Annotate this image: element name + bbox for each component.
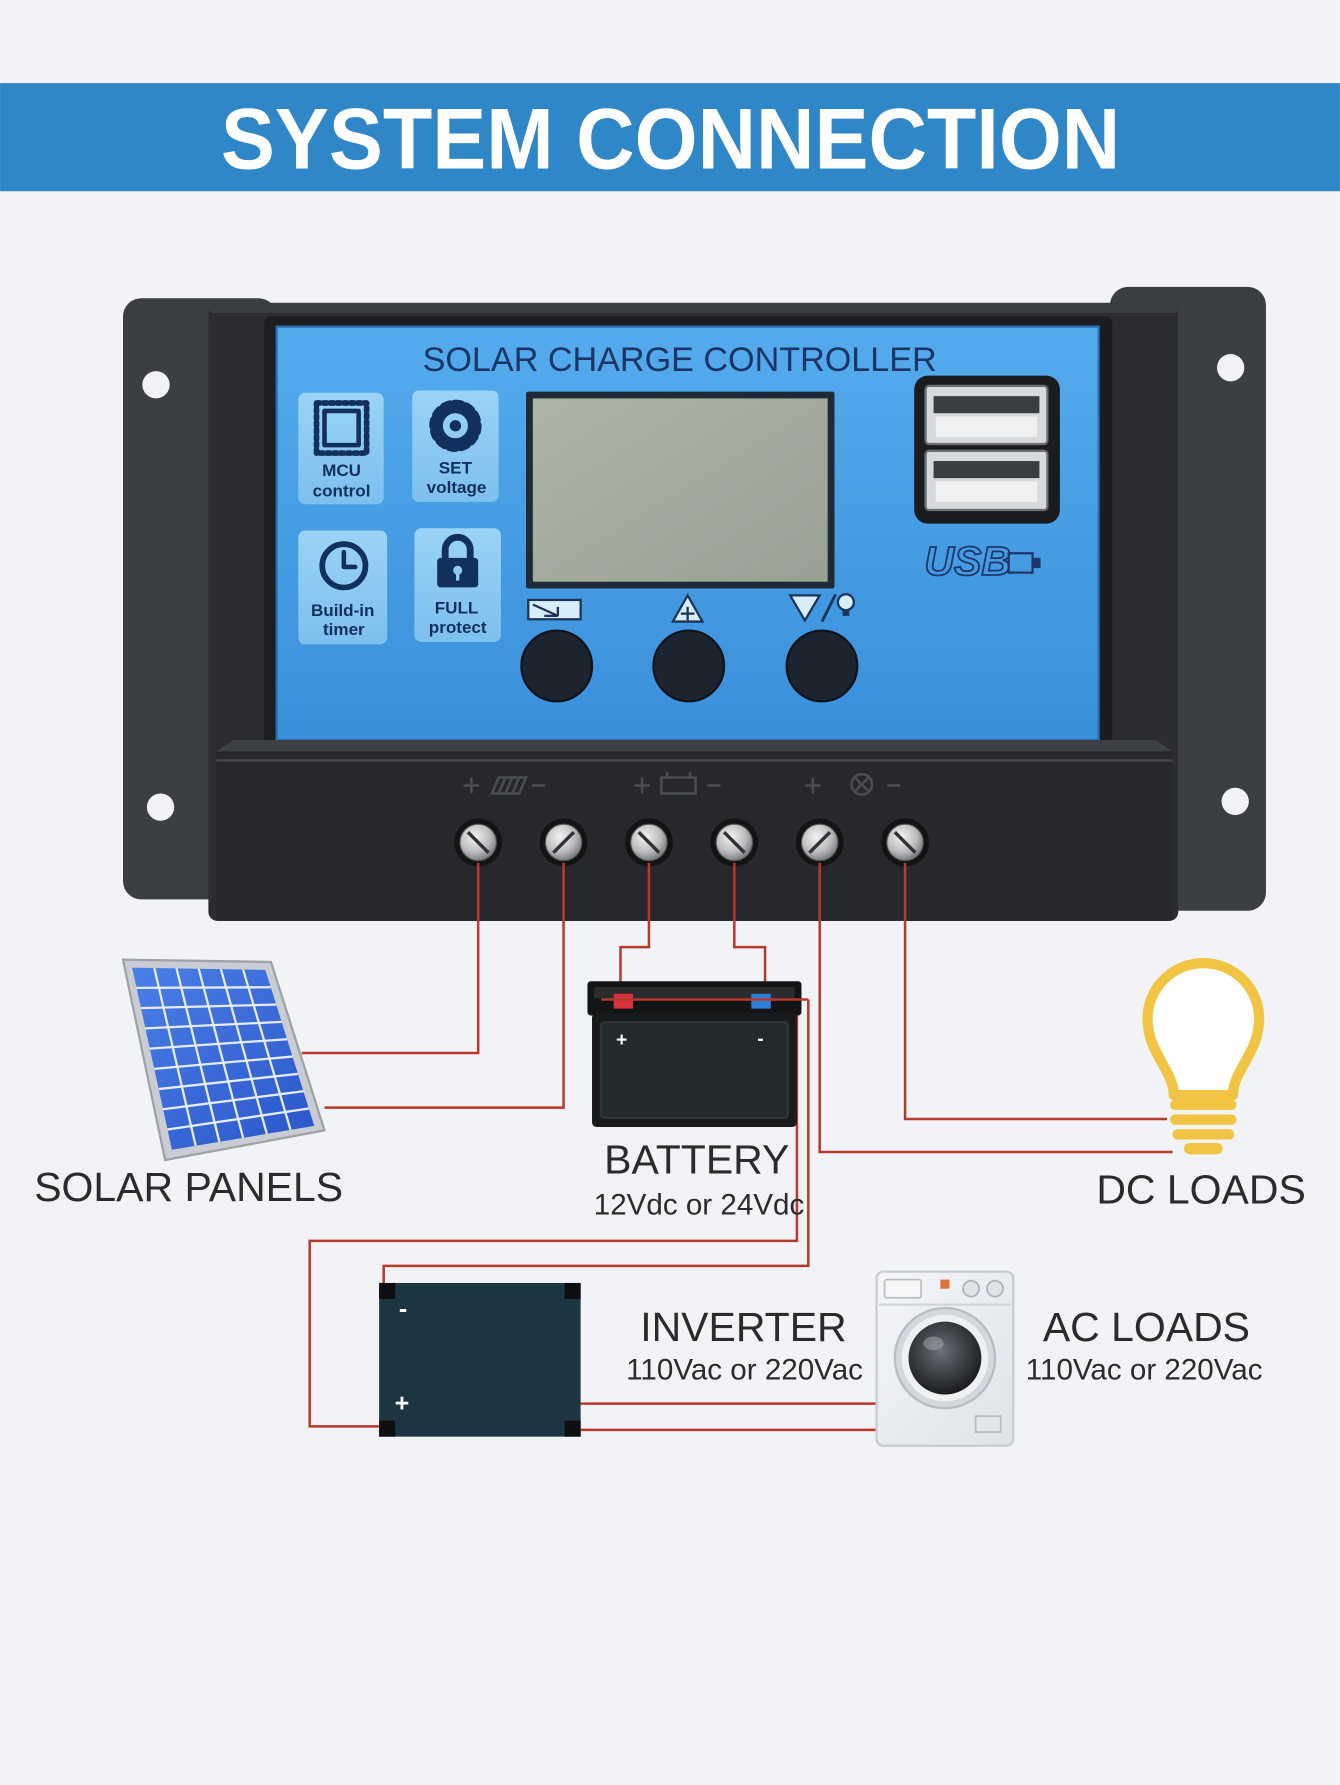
wire-dc-load-2: [903, 862, 1167, 1121]
feature-title: Build-in: [311, 601, 375, 620]
feature-tile-set-voltage: SET voltage: [412, 390, 499, 503]
battery-label: BATTERY: [604, 1137, 789, 1183]
solar-charge-controller: SOLAR CHARGE CONTROLLER MCU control SET …: [123, 286, 1266, 921]
mounting-hole: [142, 371, 170, 399]
inverter: - +: [379, 1282, 581, 1437]
terminal-block: [216, 739, 1173, 920]
solar-cell-row-line: [145, 1020, 282, 1030]
wire-battery-negative: [733, 862, 767, 993]
mounting-hole: [1216, 354, 1245, 382]
inverter-label: INVERTER: [640, 1304, 846, 1350]
solar-cell-column-line: [153, 967, 197, 1147]
solar-cell-row-line: [158, 1072, 299, 1091]
header-banner: SYSTEM CONNECTION: [0, 83, 1340, 192]
controller-label: SOLAR CHARGE CONTROLLER: [423, 341, 937, 379]
solar-cell-row-line: [149, 1038, 288, 1050]
up-arrow-icon: [670, 593, 705, 623]
terminal-screw: [625, 818, 673, 867]
wire-solar-negative: [324, 862, 565, 1109]
ac-loads-spec: 110Vac or 220Vac: [1026, 1354, 1263, 1387]
solar-cell-column-line: [175, 968, 221, 1143]
clock-icon: [319, 541, 369, 591]
feature-tile-timer: Build-in timer: [298, 530, 388, 645]
solar-cell-grid: [136, 967, 309, 1147]
wiring: [301, 862, 1173, 1432]
solar-cell-row-line: [167, 1107, 309, 1131]
menu-icon: [527, 598, 582, 621]
feature-subtitle: voltage: [427, 478, 487, 497]
page-title: SYSTEM CONNECTION: [221, 91, 1120, 187]
down-arrow-light-icon: [788, 593, 855, 623]
wire-battery-positive: [619, 862, 651, 993]
terminal-screw: [454, 818, 503, 867]
wire-solar-positive: [301, 862, 480, 1055]
usb-label: USB: [924, 538, 1011, 584]
solar-cell-row-line: [162, 1090, 304, 1111]
usb-port: [924, 449, 1049, 512]
feature-title: MCU: [322, 461, 361, 480]
feature-subtitle: control: [313, 481, 371, 500]
solar-cell-column-line: [242, 969, 292, 1131]
usb-plug-icon: [1007, 552, 1041, 574]
terminal-screw: [539, 818, 588, 867]
solar-cell-row-line: [140, 1003, 277, 1010]
mounting-hole: [1221, 787, 1249, 816]
lcd-display: [525, 391, 835, 589]
feature-tile-mcu: MCU control: [298, 392, 384, 505]
feature-title: SET: [439, 459, 473, 478]
feature-title: FULL: [435, 599, 479, 618]
terminal-screw: [881, 818, 929, 867]
inverter-positive-sign: +: [395, 1390, 410, 1418]
light-bulb: [1142, 958, 1265, 1155]
usb-ports: [914, 375, 1060, 524]
battery-spec: 12Vdc or 24Vdc: [594, 1189, 805, 1222]
terminal-screw: [710, 818, 759, 867]
bulb-icon: [804, 772, 901, 796]
solar-panel: [121, 958, 326, 1162]
battery: + -: [587, 981, 802, 1128]
solar-cell-row-line: [154, 1055, 293, 1070]
solar-panels-label: SOLAR PANELS: [34, 1164, 343, 1210]
wire-dc-load-1: [818, 862, 1173, 1154]
ac-loads-label: AC LOADS: [1043, 1304, 1250, 1350]
mounting-hole: [146, 793, 175, 821]
battery-positive-terminal: [613, 993, 634, 1009]
inverter-spec: 110Vac or 220Vac: [626, 1354, 863, 1387]
washing-machine: [875, 1270, 1015, 1447]
feature-tile-protect: FULL protect: [414, 528, 501, 643]
solar-cell-column-line: [219, 968, 268, 1135]
down-button: [785, 629, 859, 703]
battery-positive-sign: +: [616, 1029, 627, 1051]
gear-icon: [429, 399, 482, 452]
menu-button: [520, 629, 594, 703]
wire-inverter-positive: [308, 999, 799, 1428]
solar-cell-column-line: [197, 968, 245, 1139]
solar-panel-icon: [463, 776, 546, 795]
terminal-screw: [795, 818, 844, 867]
inverter-negative-sign: -: [399, 1295, 407, 1323]
feature-subtitle: timer: [323, 620, 365, 639]
battery-negative-sign: -: [757, 1028, 763, 1050]
battery-negative-terminal: [751, 993, 771, 1009]
battery-icon: [634, 771, 721, 795]
solar-cell-row-line: [136, 986, 271, 990]
up-button: [652, 629, 726, 703]
lock-icon: [437, 533, 479, 588]
wire-inverter-negative: [382, 999, 810, 1287]
feature-subtitle: protect: [429, 618, 487, 637]
dc-loads-label: DC LOADS: [1096, 1166, 1305, 1212]
chip-icon: [313, 400, 370, 456]
usb-port: [924, 384, 1049, 446]
